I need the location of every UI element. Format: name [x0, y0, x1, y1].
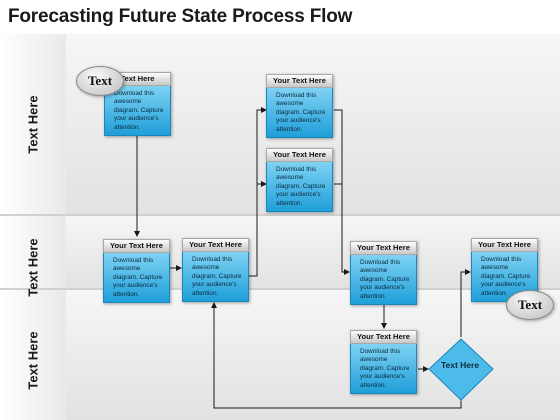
process-box-title: Your Text Here [103, 239, 170, 253]
process-box-text: Download this awesome diagram. Capture y… [266, 162, 333, 212]
connector-arrow [211, 302, 462, 409]
process-box: Your Text Here Download this awesome dia… [266, 148, 333, 212]
process-box-title: Your Text Here [471, 238, 538, 252]
process-box: Your Text Here Download this awesome dia… [182, 238, 249, 302]
process-box: Your Text Here Download this awesome dia… [350, 241, 417, 305]
lane-divider [0, 288, 560, 290]
connector-arrow [460, 269, 471, 337]
process-box-title: Your Text Here [266, 74, 333, 88]
page-title: Forecasting Future State Process Flow [8, 6, 353, 27]
connector-arrow [249, 107, 267, 277]
process-box-text: Download this awesome diagram. Capture y… [104, 86, 171, 136]
process-box: Your Text Here Download this awesome dia… [266, 74, 333, 138]
process-box: Text Here Download this awesome diagram.… [104, 72, 171, 136]
process-box-text: Download this awesome diagram. Capture y… [350, 255, 417, 305]
process-box-title: Your Text Here [350, 241, 417, 255]
process-box-text: Download this awesome diagram. Capture y… [103, 253, 170, 303]
process-box-text: Download this awesome diagram. Capture y… [182, 252, 249, 302]
lane-1-label-area [0, 34, 67, 214]
process-box: Your Text Here Download this awesome dia… [350, 330, 417, 394]
process-box: Your Text Here Download this awesome dia… [103, 239, 170, 303]
connector-arrow [341, 184, 350, 275]
process-box-title: Your Text Here [182, 238, 249, 252]
connector-line [334, 109, 343, 184]
text-callout-oval: Text [76, 66, 124, 96]
lane-divider [0, 214, 560, 216]
process-box-title: Your Text Here [266, 148, 333, 162]
process-box-title: Your Text Here [350, 330, 417, 344]
decision-label: Text Here [440, 360, 480, 370]
decision-diamond [428, 338, 494, 401]
process-box-text: Download this awesome diagram. Capture y… [350, 344, 417, 394]
text-callout-oval: Text [506, 290, 554, 320]
process-box-text: Download this awesome diagram. Capture y… [266, 88, 333, 138]
